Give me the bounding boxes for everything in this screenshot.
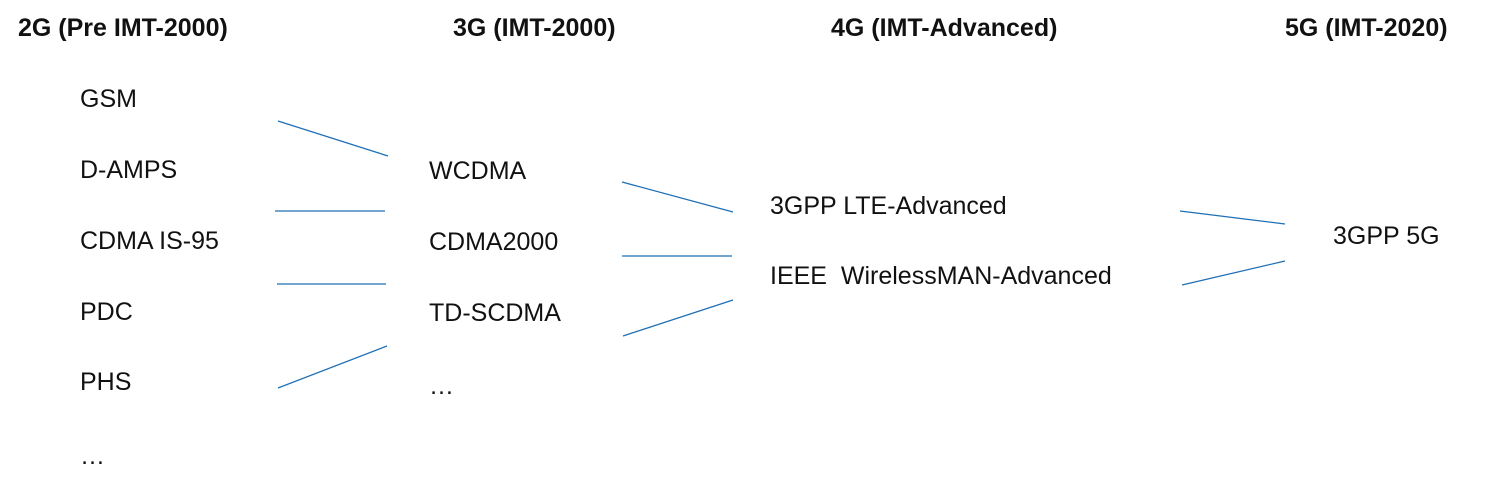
tech-d-amps: D-AMPS (80, 156, 178, 184)
more-3g-ellipsis: … (429, 372, 454, 400)
tech-gsm: GSM (80, 85, 137, 113)
tech-cdma-is-95: CDMA IS-95 (80, 227, 219, 255)
tech-wcdma: WCDMA (429, 157, 527, 185)
heading-3g: 3G (IMT-2000) (453, 14, 616, 42)
connector-line (621, 181, 734, 213)
heading-4g: 4G (IMT-Advanced) (831, 14, 1058, 42)
tech-cdma2000: CDMA2000 (429, 228, 559, 256)
connector-line (1179, 210, 1286, 225)
tech-phs: PHS (80, 368, 132, 396)
connector-line (1181, 260, 1286, 286)
tech-3gpp-lte-advanced: 3GPP LTE-Advanced (770, 192, 1007, 220)
tech-pdc: PDC (80, 298, 133, 326)
heading-2g: 2G (Pre IMT-2000) (18, 14, 228, 42)
heading-5g: 5G (IMT-2020) (1285, 14, 1448, 42)
connector-line (277, 120, 389, 157)
more-2g-ellipsis: … (80, 442, 105, 470)
tech-td-scdma: TD-SCDMA (429, 299, 561, 327)
connector-line (277, 345, 388, 389)
tech-ieee-wirelessman-advanced: IEEE WirelessMAN-Advanced (770, 262, 1112, 290)
tech-3gpp-5g: 3GPP 5G (1333, 222, 1440, 250)
connector-line (622, 299, 734, 337)
